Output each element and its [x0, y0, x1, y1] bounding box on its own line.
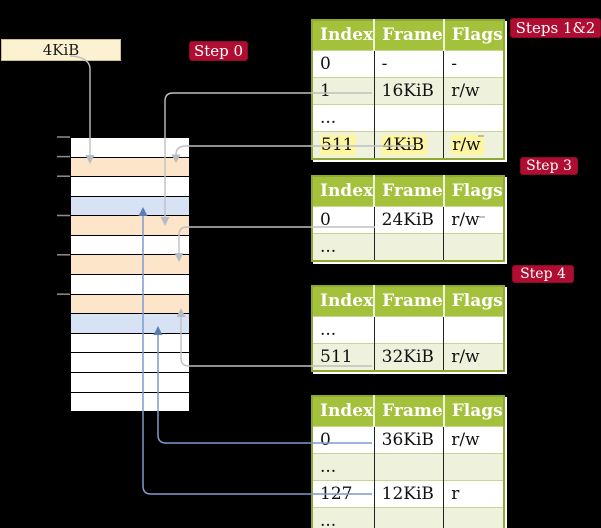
- cell-index: 511: [312, 343, 375, 371]
- table-header-row: Index Frame Flags: [312, 20, 504, 51]
- page-table-steps-1-2: Index Frame Flags 0 - - 1 16KiB r/w ... …: [311, 19, 505, 160]
- cell-frame: [374, 453, 445, 481]
- memory-frame-row: [71, 392, 189, 412]
- table-header-row: Index Frame Flags: [312, 176, 504, 207]
- table-row: 0 24KiB r/w: [312, 206, 504, 234]
- column-header: Flags: [443, 176, 504, 207]
- memory-frame-row: [71, 157, 189, 178]
- memory-frame-row: [71, 138, 189, 158]
- physical-memory-column: [70, 137, 190, 412]
- memory-frame-row: [71, 177, 189, 197]
- table-row: 511 32KiB r/w: [312, 343, 504, 371]
- cell-flags: [443, 104, 504, 132]
- table-row: ...: [312, 316, 504, 344]
- table-row: ...: [312, 453, 504, 481]
- cell-index: 0: [312, 206, 375, 234]
- badge-step-3: Step 3: [520, 157, 578, 175]
- cell-frame: 36KiB: [374, 426, 445, 454]
- page-table-step-4-upper: Index Frame Flags ... 511 32KiB r/w: [311, 285, 505, 372]
- cell-flags: [443, 233, 504, 261]
- table-row-highlighted: 511 4KiB r/w: [312, 131, 504, 159]
- cell-flags: r/w: [443, 206, 504, 234]
- cell-flags: [443, 507, 504, 528]
- table-row: 127 12KiB r: [312, 480, 504, 508]
- table-row: ...: [312, 104, 504, 132]
- memory-frame-row: [71, 353, 189, 373]
- cell-index: 0: [312, 50, 375, 78]
- cell-index: ...: [312, 507, 375, 528]
- column-header: Frame: [374, 176, 445, 207]
- cell-flags: [443, 453, 504, 481]
- memory-tick-marks: [57, 136, 70, 295]
- page-table-step-4-lower: Index Frame Flags 0 36KiB r/w ... 127 12…: [311, 395, 505, 528]
- cell-frame: [374, 316, 445, 344]
- cell-flags: r/w: [443, 343, 504, 371]
- memory-frame-row: [71, 275, 189, 295]
- cell-frame: 32KiB: [374, 343, 445, 371]
- table-header-row: Index Frame Flags: [312, 396, 504, 427]
- page-table-step-3: Index Frame Flags 0 24KiB r/w ...: [311, 175, 505, 262]
- table-row: ...: [312, 233, 504, 261]
- memory-frame-row: [71, 196, 189, 217]
- column-header: Index: [312, 176, 376, 207]
- cell-flags: r/w: [443, 77, 504, 105]
- cell-index: ...: [312, 104, 375, 132]
- table-row: 1 16KiB r/w: [312, 77, 504, 105]
- column-header: Index: [312, 396, 376, 427]
- cell-frame: 16KiB: [374, 77, 445, 105]
- badge-step-4: Step 4: [512, 265, 574, 283]
- cell-frame: [374, 507, 445, 528]
- column-header: Index: [312, 20, 376, 51]
- cell-flags: r/w: [443, 426, 504, 454]
- cell-flags: [443, 316, 504, 344]
- cell-flags: r/w: [443, 131, 504, 159]
- table-row: 0 - -: [312, 50, 504, 78]
- column-header: Frame: [374, 20, 445, 51]
- cell-frame: [374, 104, 445, 132]
- memory-frame-row: [71, 333, 189, 354]
- cell-flags: r: [443, 480, 504, 508]
- memory-frame-row: [71, 255, 189, 276]
- memory-frame-row: [71, 314, 189, 334]
- cell-index: ...: [312, 233, 375, 261]
- column-header: Flags: [443, 396, 504, 427]
- cell-index: 511: [312, 131, 375, 159]
- cell-frame: 24KiB: [374, 206, 445, 234]
- cell-index: 1: [312, 77, 375, 105]
- cell-index: ...: [312, 316, 375, 344]
- cell-frame: -: [374, 50, 445, 78]
- column-header: Frame: [374, 286, 445, 317]
- cell-index: ...: [312, 453, 375, 481]
- cell-frame: 12KiB: [374, 480, 445, 508]
- frame-size-label: 4KiB: [1, 39, 121, 61]
- cell-frame: [374, 233, 445, 261]
- frame-size-text: 4KiB: [42, 41, 80, 59]
- column-header: Frame: [374, 396, 445, 427]
- memory-frame-row: [71, 294, 189, 315]
- cell-index: 0: [312, 426, 375, 454]
- table-row: ...: [312, 507, 504, 528]
- table-row: 0 36KiB r/w: [312, 426, 504, 454]
- column-header: Index: [312, 286, 376, 317]
- memory-frame-row: [71, 216, 189, 236]
- column-header: Flags: [443, 20, 504, 51]
- table-header-row: Index Frame Flags: [312, 286, 504, 317]
- memory-frame-row: [71, 235, 189, 256]
- cell-frame: 4KiB: [374, 131, 445, 159]
- badge-steps-1-2: Steps 1&2: [510, 18, 601, 38]
- memory-frame-row: [71, 372, 189, 393]
- column-header: Flags: [443, 286, 504, 317]
- cell-flags: -: [443, 50, 504, 78]
- cell-index: 127: [312, 480, 375, 508]
- badge-step-0: Step 0: [189, 41, 248, 61]
